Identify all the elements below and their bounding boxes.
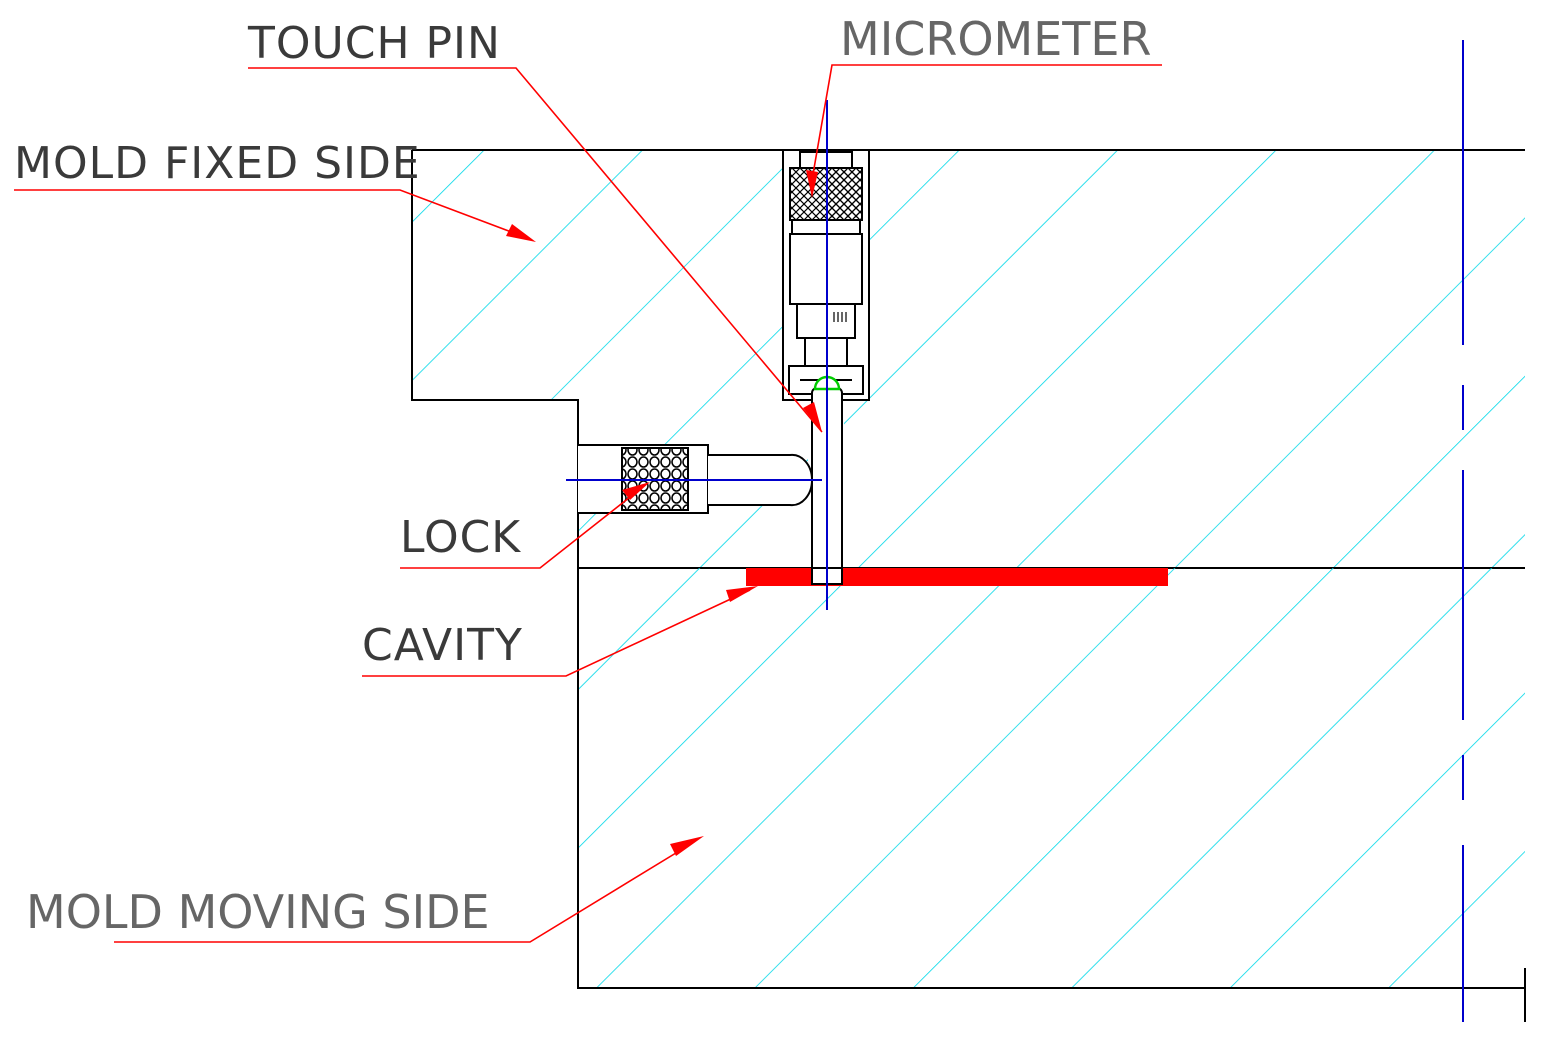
mold-moving-side-body bbox=[577, 568, 1526, 1022]
label-mold-moving-side: MOLD MOVING SIDE bbox=[26, 885, 490, 939]
leader-lines bbox=[14, 64, 1162, 943]
label-lock: LOCK bbox=[400, 512, 521, 563]
center-lines bbox=[566, 40, 1464, 1022]
leader-arrowheads bbox=[506, 170, 822, 856]
label-touch-pin: TOUCH PIN bbox=[247, 18, 501, 69]
label-mold-fixed-side: MOLD FIXED SIDE bbox=[14, 138, 421, 189]
micrometer-scale-ticks bbox=[833, 312, 847, 322]
cavity-gap bbox=[746, 568, 1168, 586]
label-cavity: CAVITY bbox=[362, 620, 523, 671]
micrometer-knurl bbox=[826, 170, 860, 218]
label-micrometer: MICROMETER bbox=[840, 12, 1151, 66]
